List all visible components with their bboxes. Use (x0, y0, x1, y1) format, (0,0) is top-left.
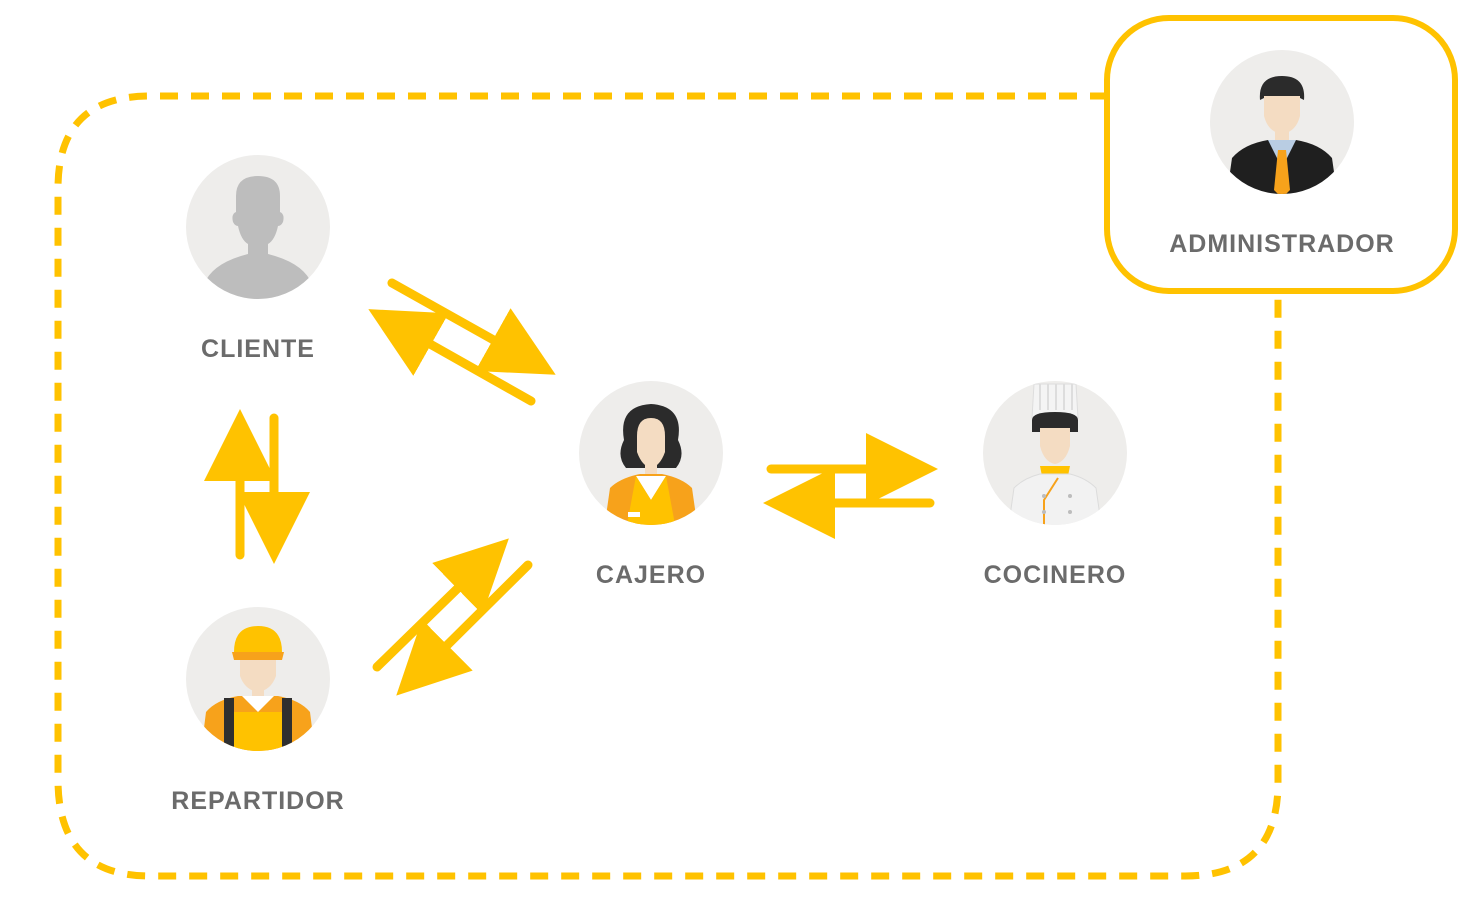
system-boundary-dashed (54, 92, 1282, 880)
arrow-cajero-to-repartidor (396, 560, 533, 696)
cajero-node (579, 381, 723, 525)
arrow-cliente-to-cajero (387, 278, 556, 375)
repartidor-node (186, 607, 330, 751)
cocinero-node (983, 381, 1127, 525)
administrador-node (1210, 50, 1354, 194)
arrow-cajero-to-cliente (368, 309, 536, 406)
user-silhouette-icon (200, 176, 316, 299)
chef-icon (1007, 383, 1103, 525)
cliente-node (186, 155, 330, 299)
repartidor-label: REPARTIDOR (171, 787, 345, 815)
cajero-label: CAJERO (595, 561, 707, 589)
cliente-label: CLIENTE (201, 335, 315, 363)
cocinero-label: COCINERO (983, 561, 1127, 589)
administrador-label: ADMINISTRADOR (1169, 230, 1395, 258)
delivery-man-icon (200, 626, 316, 751)
businessman-icon (1226, 76, 1338, 194)
cashier-woman-icon (604, 404, 698, 525)
connection-arrows (204, 278, 938, 696)
